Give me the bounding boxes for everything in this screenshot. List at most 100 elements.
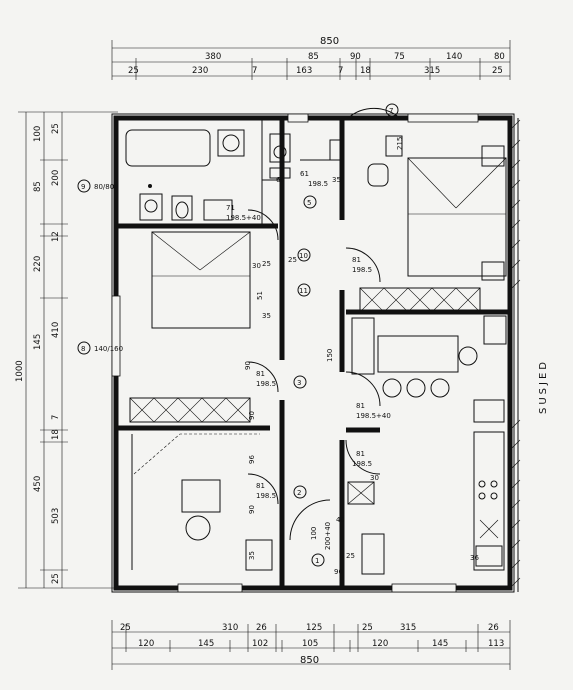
top-total-dim: 850: [320, 36, 339, 47]
misc-3: 35: [262, 312, 271, 320]
misc-16: 25: [346, 552, 355, 560]
tag-10-dims: 25: [288, 256, 297, 264]
furniture: [125, 129, 507, 575]
bottom-dim-10: 102: [252, 639, 268, 649]
bottom-dim-11: 105: [302, 639, 318, 649]
top-dim-10: 163: [296, 66, 312, 76]
door-e-width: 81: [256, 370, 265, 378]
misc-14: 40: [336, 516, 345, 524]
bottom-dim-5: 25: [362, 623, 373, 633]
door-f-height: 198.5: [352, 460, 372, 468]
left-dim-5: 145: [33, 334, 43, 350]
tag-8-no: 8: [81, 345, 85, 353]
bottom-dim-4: 125: [306, 623, 322, 633]
bottom-dim-12: 120: [372, 639, 388, 649]
top-dim-5: 140: [446, 52, 462, 62]
door-b-width: 61: [300, 170, 309, 178]
misc-dimensions: 35 60 35 30 90 25 51 150 90 96 90 35 100…: [244, 176, 479, 576]
door-e-height: 198.5: [256, 380, 276, 388]
top-dim-7: 25: [128, 66, 139, 76]
left-dim-3: 220: [33, 256, 43, 272]
top-dim-12: 18: [360, 66, 371, 76]
door-d-height: 198.5+40: [356, 412, 391, 420]
misc-18: 36: [470, 554, 479, 562]
misc-9: 90: [248, 411, 256, 420]
door-b-height: 198.5: [308, 180, 328, 188]
tag-5-no: 5: [307, 199, 311, 207]
tag-11-no: 11: [299, 287, 308, 295]
tag-1-dims: 200+40: [324, 522, 332, 550]
door-swings: [247, 107, 401, 541]
bottom-dim-6: 315: [400, 623, 416, 633]
bottom-dim-2: 310: [222, 623, 238, 633]
left-dim-4: 12: [51, 231, 61, 242]
misc-6: 25: [262, 260, 271, 268]
top-dim-9: 7: [252, 66, 257, 76]
left-dim-7: 18: [51, 429, 61, 440]
bottom-dim-14: 113: [488, 639, 504, 649]
bottom-dim-13: 145: [432, 639, 448, 649]
misc-17: 30: [370, 474, 379, 482]
left-dim-10: 25: [51, 573, 61, 584]
left-dim-6: 410: [51, 322, 61, 338]
door-f-width: 81: [356, 450, 365, 458]
tag-9-no: 9: [81, 183, 85, 191]
bottom-dimensions: 25 310 26 125 25 315 26 120 145 102 105 …: [111, 620, 511, 670]
top-dim-14: 25: [492, 66, 503, 76]
door-d-width: 81: [356, 402, 365, 410]
bottom-dim-7: 26: [488, 623, 499, 633]
top-dim-8: 230: [192, 66, 208, 76]
left-dim-11: 25: [51, 123, 61, 134]
misc-1: 35: [332, 176, 341, 184]
bottom-dim-3: 26: [256, 623, 267, 633]
top-dimensions: 850 380 85 90 75 140 80 25 230 7 163 7 1…: [111, 36, 511, 80]
door-labels: 71 198.5+40 61 198.5 81 198.5 81 198.5+4…: [226, 170, 391, 500]
left-dim-12: 200: [51, 170, 61, 186]
top-dim-2: 85: [308, 52, 319, 62]
top-dim-4: 75: [394, 52, 405, 62]
misc-10: 96: [248, 455, 256, 464]
door-c-height: 198.5: [352, 266, 372, 274]
bottom-dim-8: 120: [138, 639, 154, 649]
top-dim-6: 80: [494, 52, 505, 62]
tag-10-no: 10: [299, 252, 308, 260]
left-total-dim: 1000: [15, 360, 25, 382]
left-dim-13: 7: [51, 415, 61, 420]
misc-15: 90: [334, 568, 343, 576]
misc-13: 100: [310, 527, 318, 540]
left-dim-8: 450: [33, 476, 43, 492]
tag-3-no: 3: [297, 379, 301, 387]
misc-12: 35: [248, 551, 256, 560]
top-dim-13: 315: [424, 66, 440, 76]
door-g-width: 81: [256, 482, 265, 490]
inner-walls: [116, 118, 508, 588]
element-tags: 9 80/80 8 140/160 7 215 5 10 25 11 3 2 1…: [77, 103, 404, 567]
misc-7: 51: [256, 291, 264, 300]
misc-2: 60: [276, 176, 285, 184]
tag-7-dims: 215: [396, 137, 404, 150]
top-dim-11: 7: [338, 66, 343, 76]
misc-11: 90: [248, 505, 256, 514]
door-c-width: 81: [352, 256, 361, 264]
windows: [111, 113, 479, 593]
left-dim-9: 503: [51, 508, 61, 524]
misc-5: 90: [244, 361, 252, 370]
door-g-height: 198.5: [256, 492, 276, 500]
top-dim-3: 90: [350, 52, 361, 62]
misc-8: 150: [326, 349, 334, 362]
misc-4: 30: [252, 262, 261, 270]
tag-1-no: 1: [315, 557, 319, 565]
left-dimensions: 1000 100 85 220 12 145 410 18 450 503 25…: [15, 111, 118, 589]
door-a-height: 198.5+40: [226, 214, 261, 222]
bottom-dim-9: 145: [198, 639, 214, 649]
tag-2-no: 2: [297, 489, 301, 497]
tag-9-dims: 80/80: [94, 183, 114, 191]
tag-7-no: 7: [389, 107, 393, 115]
top-dim-1: 380: [205, 52, 221, 62]
tag-8-dims: 140/160: [94, 345, 123, 353]
neighbour-label: SUSJED: [538, 359, 549, 414]
door-a-width: 71: [226, 204, 235, 212]
left-dim-2: 85: [33, 181, 43, 192]
left-dim-1: 100: [33, 126, 43, 142]
